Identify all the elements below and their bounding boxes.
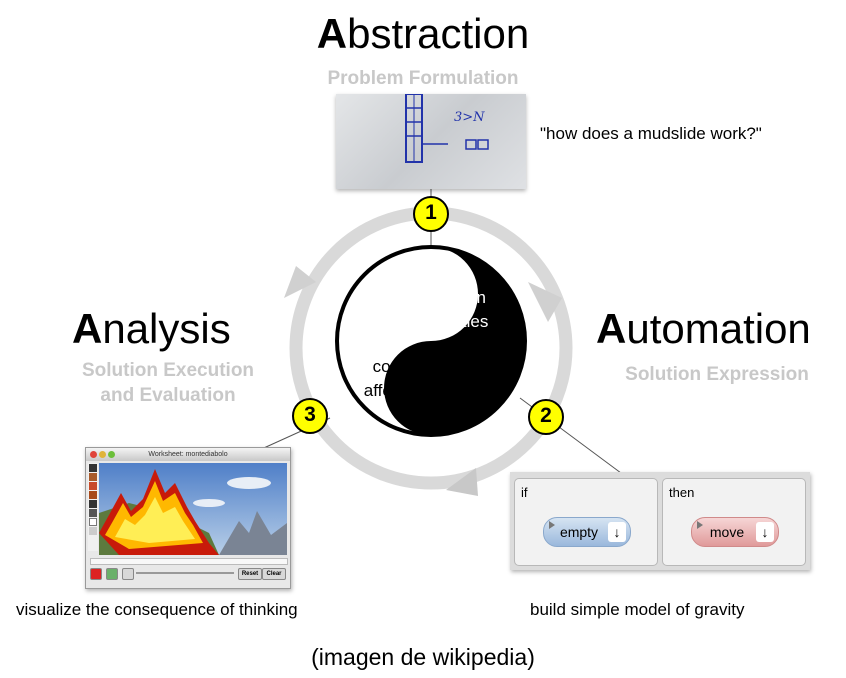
- worksheet-titlebar: Worksheet: montediabolo: [86, 448, 290, 461]
- worksheet-window: Worksheet: montediabolo Reset: [85, 447, 291, 589]
- rule-editor: if empty ↓ then move ↓: [510, 472, 810, 570]
- automation-rest: utomation: [626, 305, 811, 352]
- step-number-3: 3: [304, 403, 316, 426]
- analysis-initial: A: [72, 305, 103, 352]
- image-credit: (imagen de wikipedia): [311, 644, 535, 670]
- pencil-tool-icon: [89, 473, 97, 481]
- abstraction-rest: bstraction: [347, 10, 530, 57]
- analysis-caption: visualize the consequence of thinking: [16, 600, 298, 619]
- step-badge-2: [528, 399, 564, 435]
- yin-yang-symbol: [335, 245, 527, 437]
- worksheet-toolbar: [88, 463, 98, 551]
- analysis-rest: nalysis: [102, 305, 231, 352]
- speed-slider[interactable]: [136, 572, 234, 574]
- reset-button[interactable]: Reset: [238, 568, 262, 580]
- napkin-drawing: [405, 94, 489, 163]
- step-number-2: 2: [540, 404, 552, 427]
- then-label: then: [669, 485, 695, 500]
- automation-title: Automation: [596, 305, 811, 353]
- automation-caption: build simple model of gravity: [530, 600, 745, 619]
- analysis-title: Analysis: [72, 305, 231, 353]
- play-button[interactable]: [106, 568, 118, 580]
- worksheet-title: Worksheet: montediabolo: [148, 451, 228, 458]
- minimize-dot-icon: [99, 451, 106, 458]
- abstraction-subtitle: Problem Formulation: [327, 68, 519, 89]
- napkin-sketch: 3>N: [336, 94, 526, 189]
- then-panel: then move ↓: [662, 478, 806, 566]
- stop-button[interactable]: [90, 568, 102, 580]
- expand-triangle-icon: [549, 521, 555, 529]
- bucket-tool-icon: [89, 491, 97, 499]
- select-tool-icon: [89, 500, 97, 508]
- worksheet-controls: Reset Clear: [90, 566, 286, 580]
- arrowhead-left: [284, 266, 316, 298]
- if-label: if: [521, 485, 528, 500]
- step-number-1: 1: [425, 201, 437, 224]
- help-tool-icon: [89, 527, 97, 535]
- down-arrow-icon[interactable]: ↓: [756, 522, 774, 542]
- analysis-subtitle-line1: Solution Execution: [81, 360, 255, 381]
- pointer-tool-icon: [89, 464, 97, 472]
- computer-affordances-line1: computer: [372, 357, 444, 376]
- mountain-simulation: [99, 463, 287, 555]
- action-label: move: [709, 524, 745, 540]
- abstraction-initial: A: [316, 10, 348, 57]
- condition-label: empty: [559, 524, 599, 540]
- abstraction-title: Abstraction: [0, 10, 846, 58]
- worksheet-progress: [90, 558, 288, 565]
- brush-tool-icon: [89, 482, 97, 490]
- arrowhead-bottom: [446, 468, 478, 496]
- step-badge-1: [413, 196, 449, 232]
- mudslide-quote: "how does a mudslide work?": [540, 124, 762, 143]
- step-button[interactable]: [122, 568, 134, 580]
- close-dot-icon: [90, 451, 97, 458]
- napkin-note: 3>N: [454, 110, 485, 125]
- automation-initial: A: [596, 305, 627, 352]
- frame-tool-icon: [89, 518, 97, 526]
- arrowhead-right: [528, 282, 562, 322]
- action-move-pill[interactable]: move ↓: [691, 517, 779, 547]
- rect-tool-icon: [89, 509, 97, 517]
- if-panel: if empty ↓: [514, 478, 658, 566]
- clear-button[interactable]: Clear: [262, 568, 286, 580]
- zoom-dot-icon: [108, 451, 115, 458]
- step-badge-3: [292, 398, 328, 434]
- automation-subtitle: Solution Expression: [625, 364, 809, 385]
- analysis-subtitle-line2: and Evaluation: [100, 385, 236, 406]
- computer-affordances-line2: affordances: [363, 381, 453, 400]
- computer-affordances-label: computer affordances: [338, 355, 478, 403]
- condition-empty-pill[interactable]: empty ↓: [543, 517, 631, 547]
- human-abilities-line1: human: [434, 288, 486, 307]
- human-abilities-line2: abilities: [431, 312, 489, 331]
- expand-triangle-icon: [697, 521, 703, 529]
- down-arrow-icon[interactable]: ↓: [608, 522, 626, 542]
- human-abilities-label: human abilities: [410, 286, 510, 334]
